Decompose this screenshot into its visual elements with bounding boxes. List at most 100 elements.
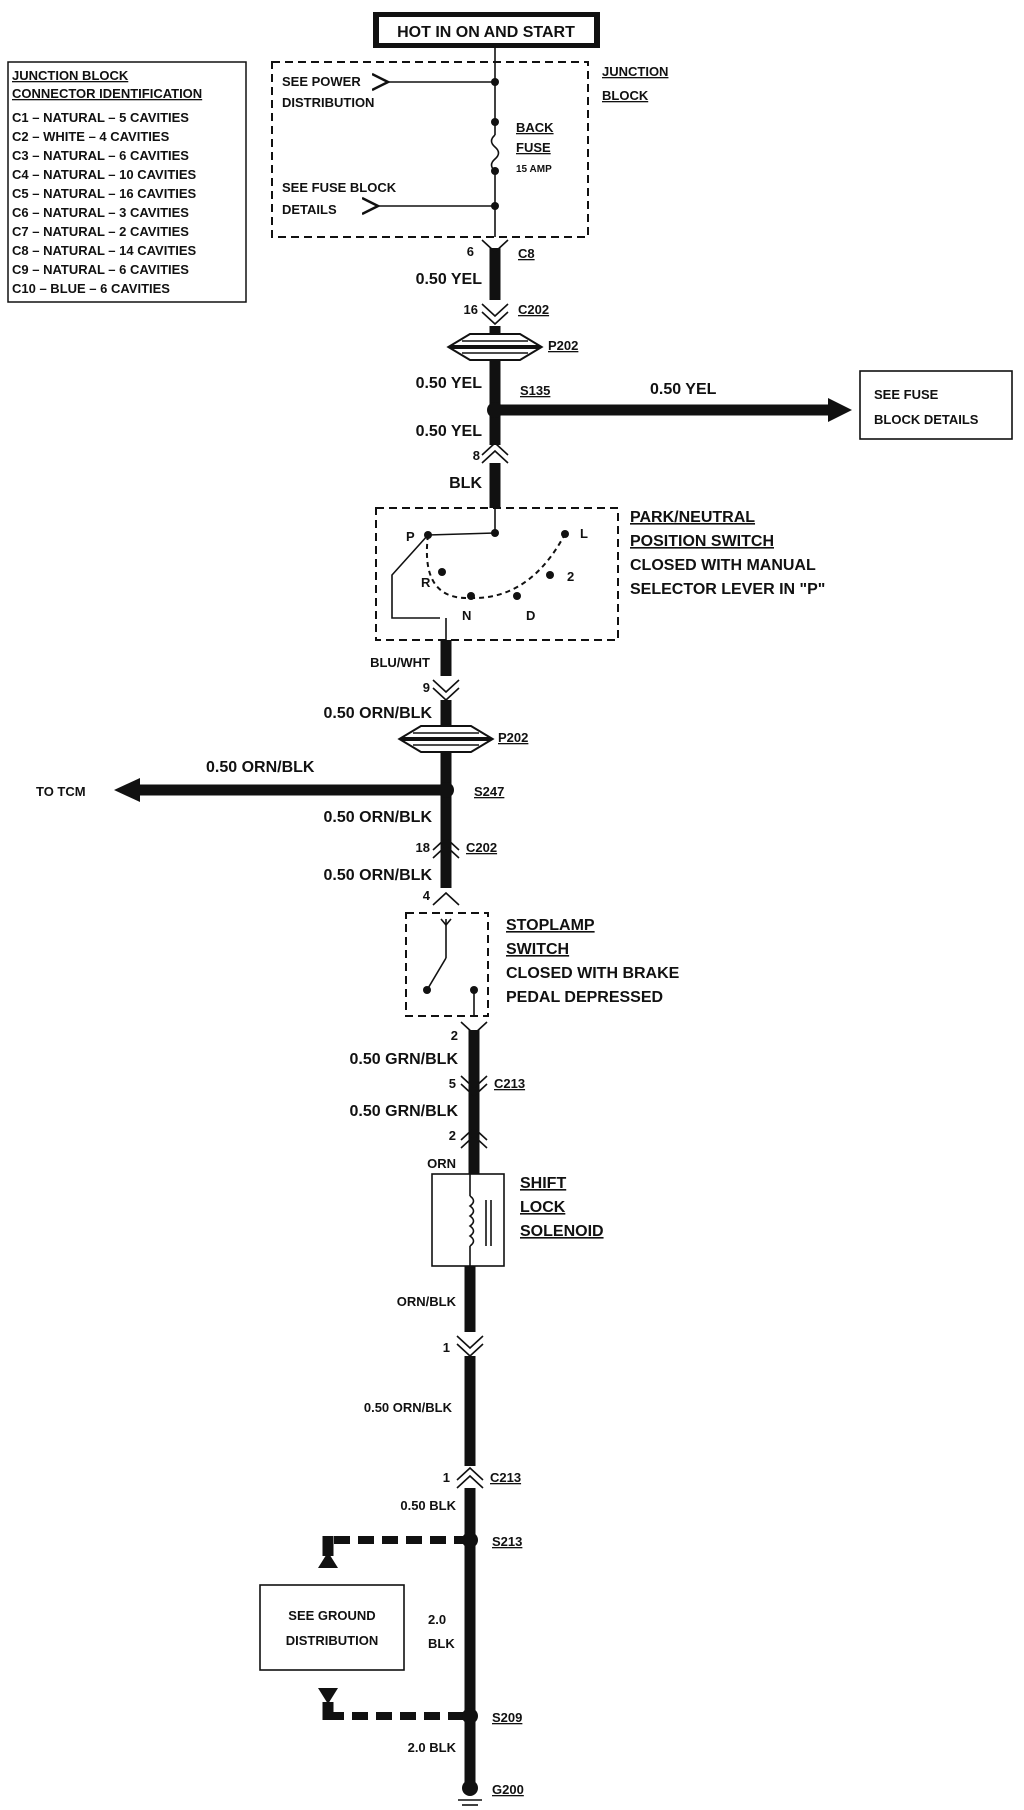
pos-d: D [526, 608, 535, 623]
pn-note-2: SELECTOR LEVER IN "P" [630, 581, 825, 598]
splice-s213: S213 [492, 1534, 522, 1549]
wire-label: 0.50 ORN/BLK [364, 1400, 453, 1415]
ground-box-1: SEE GROUND [288, 1608, 375, 1623]
wire-label: 0.50 YEL [416, 375, 483, 392]
wire-label: 0.50 BLK [400, 1498, 456, 1513]
passthrough-p202 [446, 333, 544, 361]
fuse-label-1: BACK [516, 120, 554, 135]
ground-g200: G200 [492, 1782, 524, 1797]
wire-label: BLK [449, 475, 482, 492]
header-title: HOT IN ON AND START [397, 24, 575, 41]
see-power-2: DISTRIBUTION [282, 95, 374, 110]
pin-16: 16 [464, 302, 478, 317]
wire-label: 2.0 BLK [408, 1740, 457, 1755]
solenoid-title-1: SHIFT [520, 1175, 566, 1192]
pin-5: 5 [449, 1076, 456, 1091]
connector-c213-upper: C213 [494, 1076, 525, 1091]
splice-s209: S209 [492, 1710, 522, 1725]
wire-run-middle: BLU/WHT 9 0.50 ORN/BLK P202 S247 TO TCM … [36, 640, 528, 906]
ground-g200-dot [462, 1780, 478, 1796]
legend-item: C3 – NATURAL – 6 CAVITIES [12, 148, 189, 163]
p202-label: P202 [548, 338, 578, 353]
legend-item: C6 – NATURAL – 3 CAVITIES [12, 205, 189, 220]
splice-s209-dot [462, 1708, 478, 1724]
p202-label-lower: P202 [498, 730, 528, 745]
pn-note-1: CLOSED WITH MANUAL [630, 557, 816, 574]
pin-6: 6 [467, 244, 474, 259]
pin-2: 2 [451, 1028, 458, 1043]
legend-title-2: CONNECTOR IDENTIFICATION [12, 86, 202, 101]
park-neutral-switch: P R N D 2 L PARK/NEUTRAL POSITION SWITCH… [375, 507, 825, 641]
see-power-1: SEE POWER [282, 74, 361, 89]
pin-1b: 1 [443, 1470, 450, 1485]
pin-18: 18 [416, 840, 430, 855]
to-tcm: TO TCM [36, 784, 86, 799]
shift-lock-solenoid: SHIFT LOCK SOLENOID [431, 1173, 604, 1267]
wire-label: 0.50 ORN/BLK [324, 809, 433, 826]
wire-label: ORN [427, 1156, 456, 1171]
legend-item: C9 – NATURAL – 6 CAVITIES [12, 262, 189, 277]
wire-label: 0.50 ORN/BLK [324, 867, 433, 884]
pos-2: 2 [567, 569, 574, 584]
legend-item: C2 – WHITE – 4 CAVITIES [12, 129, 170, 144]
header-box: HOT IN ON AND START [373, 12, 600, 48]
wire-label: BLU/WHT [370, 655, 430, 670]
wire-label: 0.50 GRN/BLK [350, 1103, 459, 1120]
pin-9: 9 [423, 680, 430, 695]
pin-4: 4 [423, 888, 431, 903]
wire-label: ORN/BLK [397, 1294, 457, 1309]
connector-c202-lower: C202 [466, 840, 497, 855]
pos-p: P [406, 529, 415, 544]
stoplamp-switch: STOPLAMP SWITCH CLOSED WITH BRAKE PEDAL … [405, 912, 680, 1017]
pos-n: N [462, 608, 471, 623]
legend-item: C4 – NATURAL – 10 CAVITIES [12, 167, 197, 182]
fuse-rating: 15 AMP [516, 164, 552, 175]
connector-c213-lower: C213 [490, 1470, 521, 1485]
pn-title-1: PARK/NEUTRAL [630, 509, 755, 526]
stoplamp-note-2: PEDAL DEPRESSED [506, 989, 663, 1006]
splice-s135: S135 [520, 383, 550, 398]
wire-run-upper: 6 C8 0.50 YEL 16 C202 P202 0.50 YEL S135… [416, 239, 1013, 508]
wire-label: 0.50 YEL [416, 423, 483, 440]
pos-r: R [421, 575, 431, 590]
see-fuse-block-box [859, 370, 1013, 440]
wire-label: 0.50 GRN/BLK [350, 1051, 459, 1068]
wire-label: 0.50 YEL [416, 271, 483, 288]
branch-wire-label: 0.50 YEL [650, 381, 717, 398]
see-fuse-2: DETAILS [282, 202, 337, 217]
see-ground-distribution-box [259, 1584, 405, 1671]
junction-label-2: BLOCK [602, 88, 649, 103]
wire4-label-2: BLK [428, 1636, 455, 1651]
fuse-box-2: BLOCK DETAILS [874, 412, 979, 427]
pin-2b: 2 [449, 1128, 456, 1143]
legend-title-1: JUNCTION BLOCK [12, 68, 129, 83]
legend-item: C1 – NATURAL – 5 CAVITIES [12, 110, 189, 125]
wire4-label-1: 2.0 [428, 1612, 446, 1627]
stoplamp-title-2: SWITCH [506, 941, 569, 958]
pos-l: L [580, 526, 588, 541]
tcm-wire-label: 0.50 ORN/BLK [206, 759, 315, 776]
see-fuse-1: SEE FUSE BLOCK [282, 180, 397, 195]
junction-label-1: JUNCTION [602, 64, 668, 79]
stoplamp-title-1: STOPLAMP [506, 917, 595, 934]
legend-item: C10 – BLUE – 6 CAVITIES [12, 281, 170, 296]
fuse-label-2: FUSE [516, 140, 551, 155]
legend-item: C7 – NATURAL – 2 CAVITIES [12, 224, 189, 239]
ground-box-2: DISTRIBUTION [286, 1633, 378, 1648]
pin-8: 8 [473, 448, 480, 463]
splice-s247: S247 [474, 784, 504, 799]
wire-run-ground: ORN/BLK 1 0.50 ORN/BLK 1 C213 0.50 BLK S… [259, 1266, 524, 1806]
fuse-box-1: SEE FUSE [874, 387, 939, 402]
connector-c202: C202 [518, 302, 549, 317]
pn-title-2: POSITION SWITCH [630, 533, 774, 550]
junction-block: SEE POWER DISTRIBUTION BACK FUSE 15 AMP … [271, 48, 668, 238]
stoplamp-note-1: CLOSED WITH BRAKE [506, 965, 680, 982]
legend-item: C5 – NATURAL – 16 CAVITIES [12, 186, 197, 201]
connector-c8: C8 [518, 246, 535, 261]
solenoid-title-2: LOCK [520, 1199, 566, 1216]
wire-label: 0.50 ORN/BLK [324, 705, 433, 722]
pin-1: 1 [443, 1340, 450, 1355]
wire-run-lower: 2 0.50 GRN/BLK 5 C213 0.50 GRN/BLK 2 ORN [350, 1021, 525, 1186]
solenoid-title-3: SOLENOID [520, 1223, 604, 1240]
